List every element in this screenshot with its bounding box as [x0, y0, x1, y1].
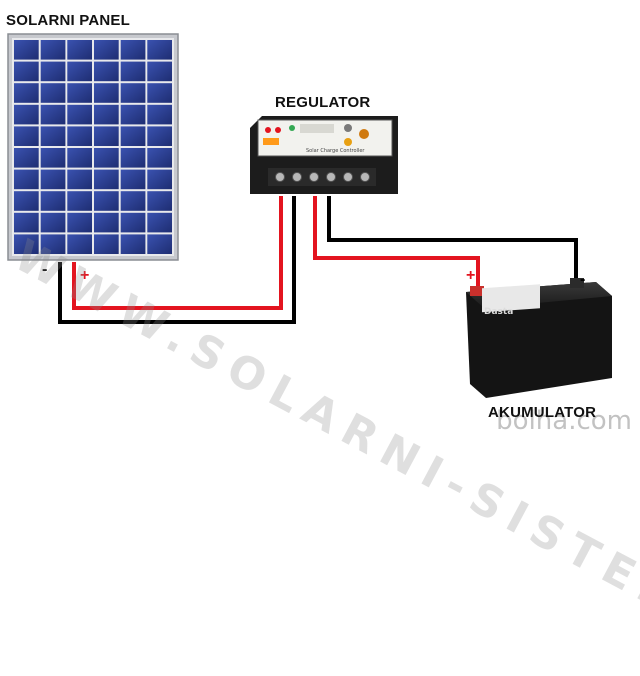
solar-cell — [67, 212, 92, 233]
solar-cell — [94, 212, 119, 233]
solar-cell — [40, 83, 66, 103]
accumulator-label: AKUMULATOR — [488, 404, 597, 421]
solar-cell — [67, 126, 92, 146]
solar-cell — [94, 40, 119, 60]
panel-positive-sign: + — [80, 267, 90, 284]
regulator-terminal — [326, 172, 336, 182]
solar-panel — [7, 33, 179, 261]
solar-cell — [120, 40, 146, 60]
solar-cell — [120, 148, 146, 168]
solar-cell — [40, 104, 66, 125]
solar-cell — [147, 126, 172, 146]
credit-text: bolha.com — [496, 406, 632, 436]
solar-cell — [14, 212, 39, 233]
solar-cell — [40, 169, 66, 190]
solar-cell — [67, 234, 92, 254]
regulator-terminal — [275, 172, 285, 182]
solar-cell — [67, 191, 92, 211]
solar-cell — [147, 104, 172, 125]
solar-cell — [120, 83, 146, 103]
solar-cell — [14, 169, 39, 190]
solar-cell — [94, 234, 119, 254]
solar-cell — [120, 104, 146, 125]
solar-cell — [94, 61, 119, 82]
solar-cell — [94, 83, 119, 103]
solar-cell — [94, 191, 119, 211]
solar-cell — [67, 61, 92, 82]
solar-cell — [120, 126, 146, 146]
solar-cell — [120, 212, 146, 233]
battery-brand: Dasta — [484, 307, 513, 317]
regulator-terminal — [292, 172, 302, 182]
solar-cell — [14, 83, 39, 103]
regulator-caption: Solar Charge Controller — [306, 148, 365, 154]
solar-cell — [14, 61, 39, 82]
regulator-terminal — [360, 172, 370, 182]
solar-cell — [94, 126, 119, 146]
solar-panel-label: SOLARNI PANEL — [6, 12, 130, 29]
solar-cell — [14, 126, 39, 146]
solar-cell — [94, 148, 119, 168]
solar-cell — [14, 104, 39, 125]
solar-cell — [67, 148, 92, 168]
wiring-diagram: Solar Charge Controller Dasta — [7, 33, 612, 398]
solar-cell — [147, 169, 172, 190]
solar-cell — [67, 104, 92, 125]
battery-negative-sign: - — [580, 271, 586, 288]
solar-cell — [14, 191, 39, 211]
solar-cell — [67, 83, 92, 103]
solar-cell — [120, 191, 146, 211]
solar-cell — [14, 148, 39, 168]
solar-cell — [40, 40, 66, 60]
solar-cell — [40, 234, 66, 254]
solar-cell — [120, 169, 146, 190]
wires — [58, 196, 578, 324]
solar-cell — [40, 148, 66, 168]
solar-cell — [147, 212, 172, 233]
solar-cell — [40, 61, 66, 82]
solar-cell — [14, 234, 39, 254]
solar-cell — [147, 148, 172, 168]
solar-cell — [40, 126, 66, 146]
battery-positive-sign: + — [466, 267, 476, 284]
solar-cell — [40, 191, 66, 211]
solar-cell — [120, 234, 146, 254]
solar-cell — [94, 169, 119, 190]
solar-cell — [40, 212, 66, 233]
regulator-terminal — [309, 172, 319, 182]
solar-cell — [120, 61, 146, 82]
solar-cell — [67, 40, 92, 60]
solar-cell — [147, 61, 172, 82]
panel-negative-sign: - — [42, 261, 48, 278]
solar-cell — [67, 169, 92, 190]
solar-cell — [14, 40, 39, 60]
regulator-terminal — [343, 172, 353, 182]
battery: Dasta — [466, 278, 612, 398]
solar-cell — [147, 40, 172, 60]
solar-cell — [147, 234, 172, 254]
charge-regulator: Solar Charge Controller — [250, 116, 398, 194]
solar-cell — [147, 83, 172, 103]
solar-cell — [147, 191, 172, 211]
regulator-label: REGULATOR — [275, 94, 371, 111]
solar-cell — [94, 104, 119, 125]
